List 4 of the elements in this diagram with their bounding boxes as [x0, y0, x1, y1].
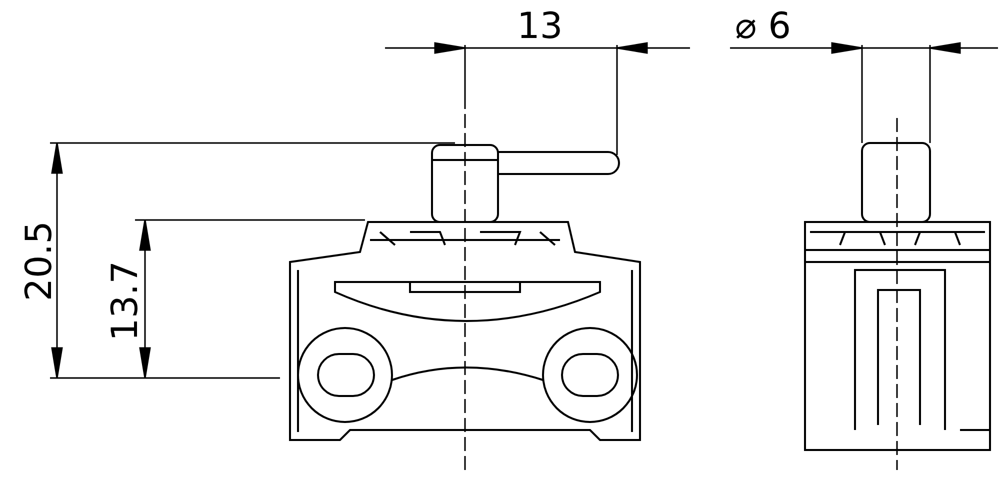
dimension-label: 13.7 — [107, 260, 146, 342]
dimension-label: 13 — [517, 8, 563, 46]
dimension-label: ⌀ 6 — [735, 8, 792, 46]
dimension-label: 20.5 — [21, 220, 60, 302]
